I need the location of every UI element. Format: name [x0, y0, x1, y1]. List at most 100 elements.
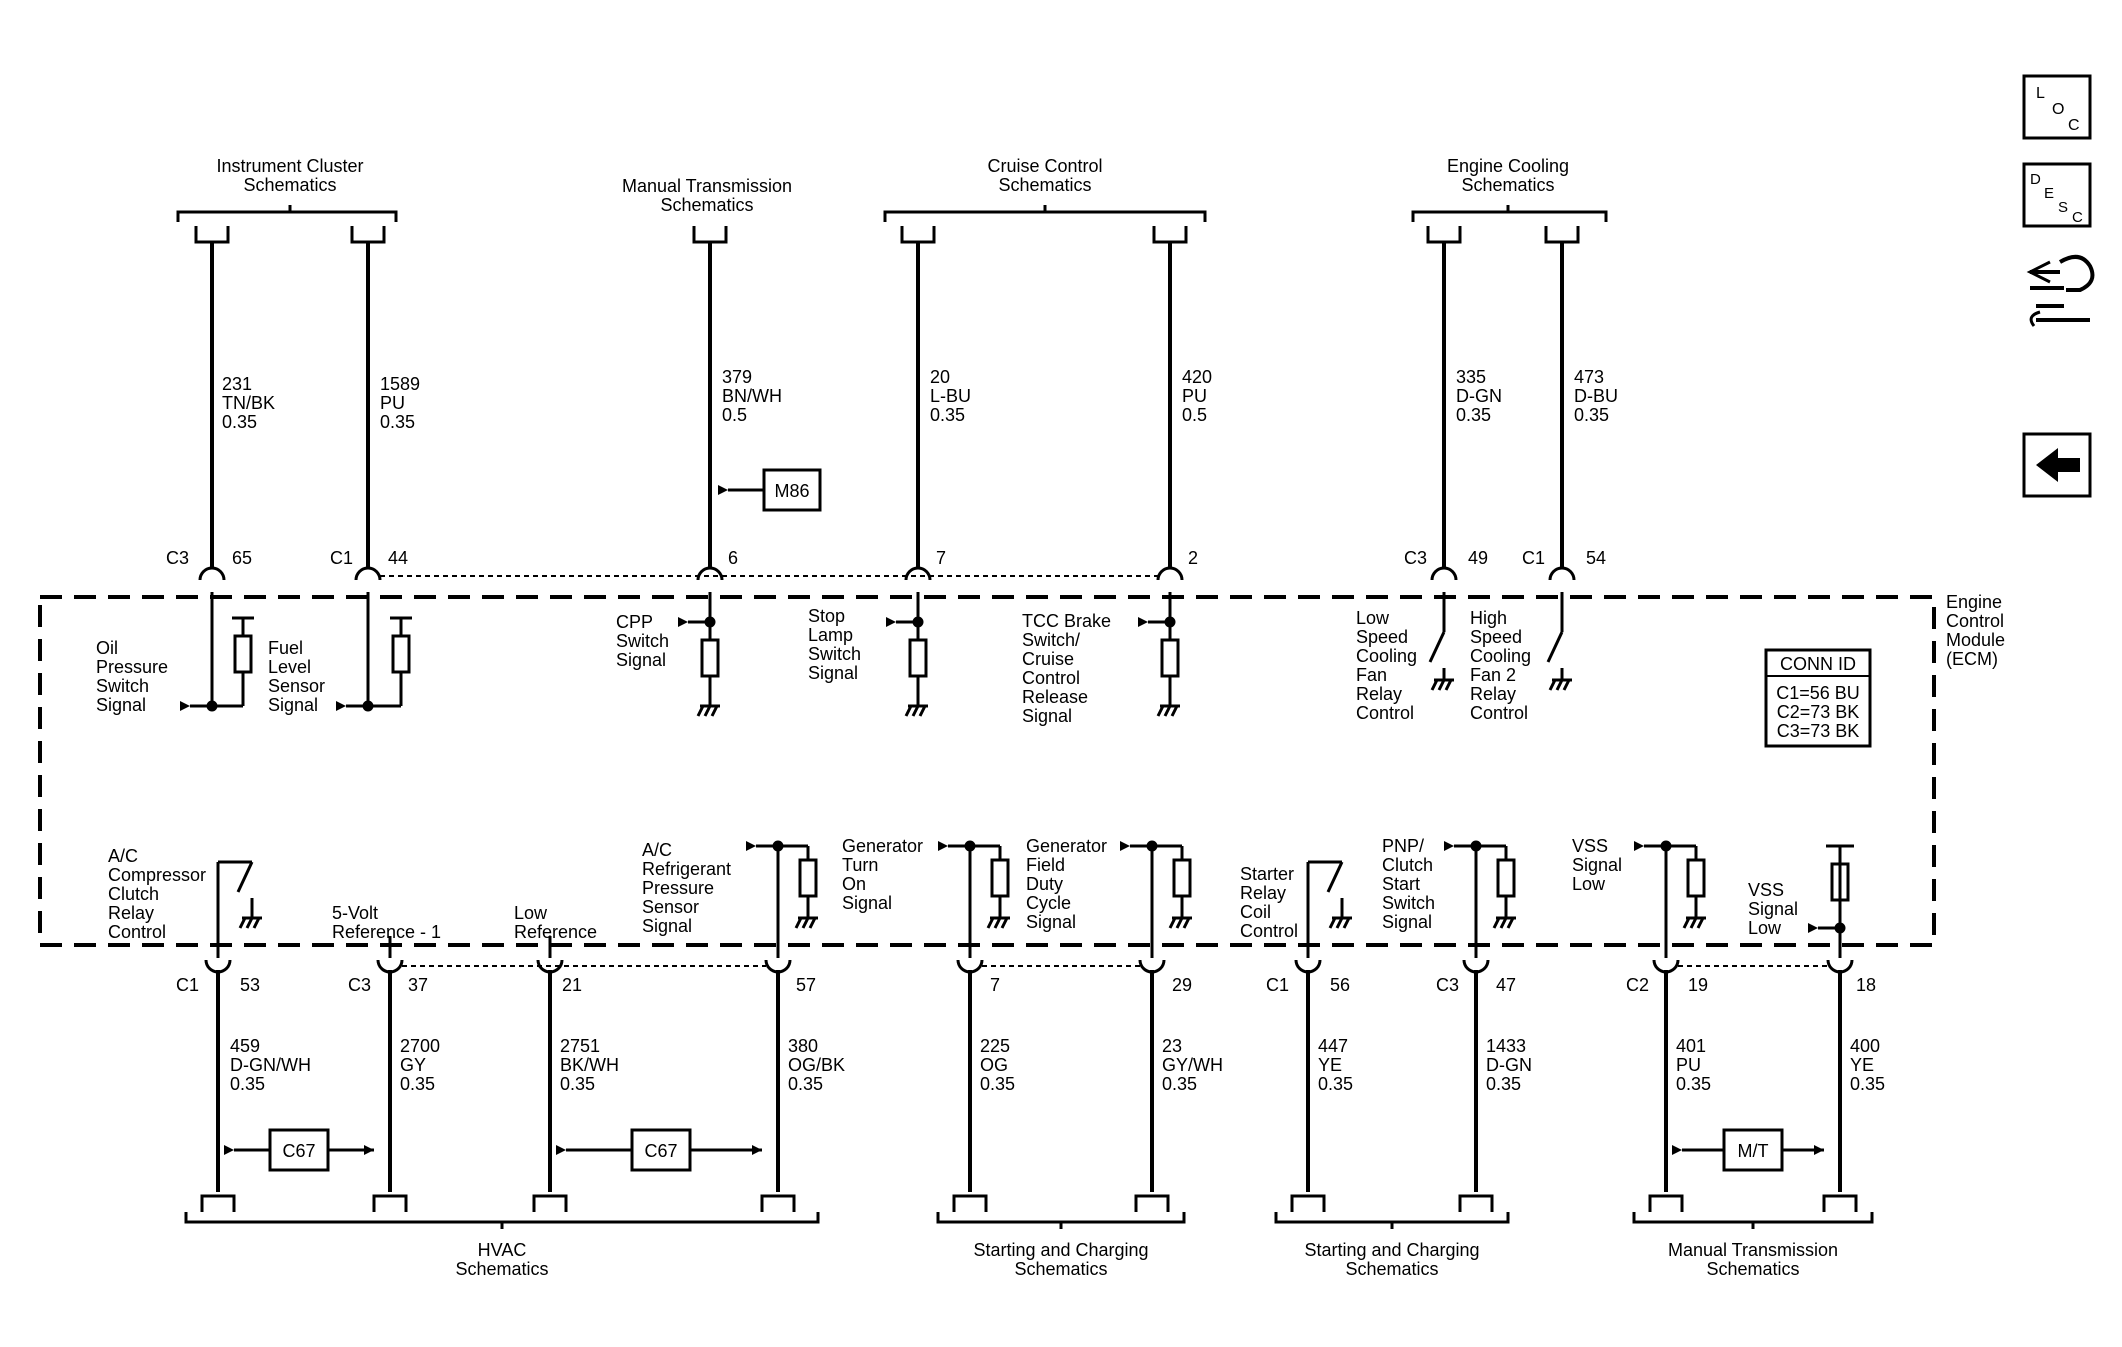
svg-text:18: 18: [1856, 975, 1876, 995]
svg-text:57: 57: [796, 975, 816, 995]
loc-button[interactable]: L O C: [2022, 74, 2092, 140]
signal-low-speed-fan: Low Speed Cooling Fan Relay Control: [1356, 608, 1417, 723]
component-connector-icon[interactable]: [2026, 254, 2095, 327]
header-instrument-cluster[interactable]: Instrument Cluster Schematics: [176, 156, 398, 222]
header-cruise-control[interactable]: Cruise Control Schematics: [883, 156, 1207, 222]
svg-text:Schematics: Schematics: [1461, 175, 1554, 195]
svg-text:0.35: 0.35: [1162, 1074, 1197, 1094]
svg-text:O: O: [2052, 101, 2064, 118]
svg-text:Generator: Generator: [842, 836, 923, 856]
wire-label-400: 400 YE 0.35: [1850, 1036, 1885, 1094]
svg-text:L-BU: L-BU: [930, 386, 971, 406]
ecm-internal-top: [180, 592, 1564, 712]
svg-text:Relay: Relay: [1470, 684, 1516, 704]
svg-text:D-GN: D-GN: [1456, 386, 1502, 406]
svg-text:Fuel: Fuel: [268, 638, 303, 658]
svg-text:BN/WH: BN/WH: [722, 386, 782, 406]
svg-text:Field: Field: [1026, 855, 1065, 875]
svg-text:401: 401: [1676, 1036, 1706, 1056]
signal-high-speed-fan: High Speed Cooling Fan 2 Relay Control: [1470, 608, 1531, 723]
svg-text:Signal: Signal: [808, 663, 858, 683]
top-terminals: [194, 226, 1580, 244]
svg-text:TN/BK: TN/BK: [222, 393, 275, 413]
svg-text:Fan 2: Fan 2: [1470, 665, 1516, 685]
svg-text:BK/WH: BK/WH: [560, 1055, 619, 1075]
svg-text:Signal: Signal: [616, 650, 666, 670]
ecm-module-name: Engine Control Module (ECM): [1946, 592, 2005, 669]
svg-text:7: 7: [990, 975, 1000, 995]
svg-text:Starting and Charging: Starting and Charging: [1304, 1240, 1479, 1260]
header-starting-charging-2[interactable]: Starting and Charging Schematics: [1274, 1212, 1510, 1279]
header-starting-charging-1[interactable]: Starting and Charging Schematics: [936, 1212, 1186, 1279]
wire-label-420: 420 PU 0.5: [1182, 367, 1212, 425]
signal-cpp-switch: CPP Switch Signal: [616, 612, 669, 670]
header-manual-transmission-top[interactable]: Manual Transmission Schematics: [622, 176, 792, 215]
svg-text:D: D: [2030, 171, 2041, 188]
option-box-c67-b[interactable]: C67: [556, 1128, 762, 1172]
svg-text:20: 20: [930, 367, 950, 387]
svg-text:CPP: CPP: [616, 612, 653, 632]
svg-text:Signal: Signal: [642, 916, 692, 936]
signal-vss-low-19: VSS Signal Low: [1572, 836, 1622, 894]
svg-text:Module: Module: [1946, 630, 2005, 650]
svg-text:CONN ID: CONN ID: [1780, 654, 1856, 674]
svg-text:C2=73 BK: C2=73 BK: [1777, 702, 1860, 722]
svg-text:0.35: 0.35: [980, 1074, 1015, 1094]
svg-text:0.35: 0.35: [222, 412, 257, 432]
option-box-m86[interactable]: M86: [718, 468, 822, 512]
svg-text:Speed: Speed: [1470, 627, 1522, 647]
signal-ac-compressor: A/C Compressor Clutch Relay Control: [108, 846, 206, 942]
option-box-c67-a[interactable]: C67: [224, 1128, 374, 1172]
svg-text:C67: C67: [644, 1141, 677, 1161]
svg-text:Schematics: Schematics: [660, 195, 753, 215]
svg-text:Low: Low: [1572, 874, 1606, 894]
back-arrow-button[interactable]: [2022, 432, 2092, 498]
header-engine-cooling[interactable]: Engine Cooling Schematics: [1411, 156, 1608, 222]
bottom-wires: [216, 970, 1842, 1192]
signal-generator-field: Generator Field Duty Cycle Signal: [1026, 836, 1107, 932]
signal-tcc-brake: TCC Brake Switch/ Cruise Control Release…: [1022, 611, 1111, 726]
svg-text:Cycle: Cycle: [1026, 893, 1071, 913]
svg-text:Pressure: Pressure: [642, 878, 714, 898]
svg-text:1433: 1433: [1486, 1036, 1526, 1056]
svg-text:Starter: Starter: [1240, 864, 1294, 884]
signal-5v-reference: 5-Volt Reference - 1: [332, 903, 441, 942]
svg-text:231: 231: [222, 374, 252, 394]
signal-low-reference: Low Reference: [514, 903, 597, 942]
wire-label-225: 225 OG 0.35: [980, 1036, 1015, 1094]
svg-text:2: 2: [1188, 548, 1198, 568]
header-manual-transmission-bottom[interactable]: Manual Transmission Schematics: [1632, 1212, 1874, 1279]
svg-text:2751: 2751: [560, 1036, 600, 1056]
option-box-mt[interactable]: M/T: [1672, 1128, 1824, 1172]
svg-text:0.35: 0.35: [1486, 1074, 1521, 1094]
svg-text:Speed: Speed: [1356, 627, 1408, 647]
svg-text:Refrigerant: Refrigerant: [642, 859, 731, 879]
svg-text:Sensor: Sensor: [268, 676, 325, 696]
svg-text:Signal: Signal: [268, 695, 318, 715]
svg-text:A/C: A/C: [108, 846, 138, 866]
svg-text:Switch/: Switch/: [1022, 630, 1080, 650]
svg-text:7: 7: [936, 548, 946, 568]
signal-starter-relay: Starter Relay Coil Control: [1240, 864, 1298, 941]
svg-text:C1: C1: [330, 548, 353, 568]
svg-text:29: 29: [1172, 975, 1192, 995]
svg-text:1589: 1589: [380, 374, 420, 394]
svg-text:C1: C1: [1522, 548, 1545, 568]
svg-text:(ECM): (ECM): [1946, 649, 1998, 669]
svg-text:D-BU: D-BU: [1574, 386, 1618, 406]
header-hvac[interactable]: HVAC Schematics: [184, 1212, 820, 1279]
wire-label-380: 380 OG/BK 0.35: [788, 1036, 845, 1094]
svg-text:PU: PU: [380, 393, 405, 413]
svg-text:Control: Control: [1022, 668, 1080, 688]
svg-text:Control: Control: [108, 922, 166, 942]
svg-text:0.35: 0.35: [1456, 405, 1491, 425]
top-connector-pins: [198, 566, 1576, 581]
svg-text:C3: C3: [1436, 975, 1459, 995]
back-arrow-icon: [2036, 448, 2080, 482]
svg-text:65: 65: [232, 548, 252, 568]
svg-text:M/T: M/T: [1738, 1141, 1769, 1161]
svg-text:C: C: [2068, 117, 2080, 134]
desc-button[interactable]: D E S C: [2022, 162, 2092, 228]
svg-text:Manual Transmission: Manual Transmission: [622, 176, 792, 196]
